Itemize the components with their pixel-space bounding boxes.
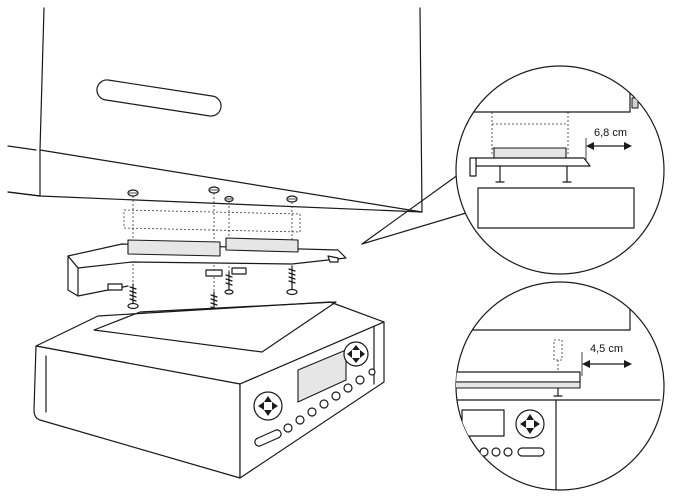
radio-button[interactable]	[331, 391, 341, 401]
cabinet-handle-slot	[96, 79, 222, 117]
radio-oval-button[interactable]	[254, 429, 282, 447]
wall-line	[7, 145, 37, 151]
radio-left-face	[33, 345, 241, 479]
kitchen-cabinet	[7, 7, 423, 213]
dpad-icon	[253, 391, 283, 421]
radio-button[interactable]	[319, 399, 329, 409]
cabinet-front	[39, 7, 423, 213]
radio-button[interactable]	[307, 407, 317, 417]
callout-pointer	[361, 171, 463, 245]
radio-display-detail	[461, 409, 505, 437]
magnifier-circle	[455, 65, 665, 275]
radio-button[interactable]	[355, 375, 365, 385]
radio-button[interactable]	[368, 368, 376, 376]
top-screw-heads	[123, 186, 301, 292]
screw-icon	[224, 271, 234, 295]
radio-button[interactable]	[283, 423, 293, 433]
radio-button[interactable]	[343, 383, 353, 393]
screw-icon	[127, 283, 139, 310]
mounting-bracket	[67, 237, 347, 297]
screw-icon	[286, 265, 298, 296]
dimension-label-upper: 6,8 cm	[594, 127, 627, 139]
spacer-block	[127, 239, 221, 257]
dimension-label-lower: 4,5 cm	[590, 343, 623, 355]
radio-button[interactable]	[295, 415, 305, 425]
detail-circle-upper: 6,8 cm	[455, 65, 665, 275]
radio-display	[297, 349, 347, 403]
kitchen-radio-unit	[33, 301, 385, 479]
detail-circle-lower: 4,5 cm	[455, 281, 665, 491]
spacer-block	[225, 237, 299, 253]
dpad-icon	[515, 409, 545, 439]
dpad-icon	[343, 341, 369, 367]
